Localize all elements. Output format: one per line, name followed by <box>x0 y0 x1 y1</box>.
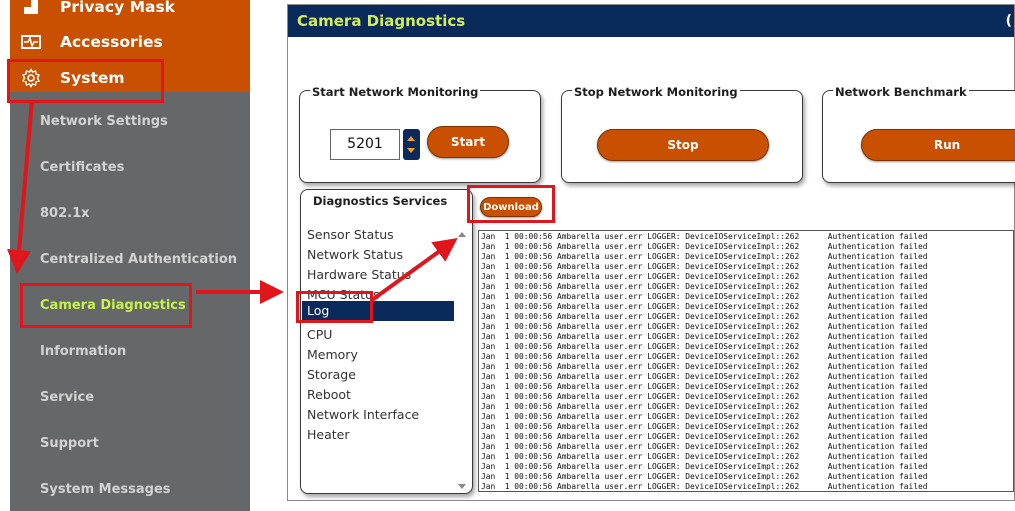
log-output[interactable]: Jan 1 00:00:56 Ambarella user.err LOGGER… <box>478 230 1014 492</box>
page-title: Camera Diagnostics <box>297 12 466 30</box>
log-line: Jan 1 00:00:56 Ambarella user.err LOGGER… <box>481 282 928 291</box>
card-title: Stop Network Monitoring <box>572 85 740 99</box>
sidebar-item-system-messages[interactable]: System Messages <box>40 482 171 497</box>
service-item-sensor-status[interactable]: Sensor Status <box>307 227 394 242</box>
scroll-up-icon[interactable] <box>458 232 466 237</box>
port-stepper[interactable] <box>403 129 420 160</box>
start-monitoring-card: Start Network Monitoring 5201 Start <box>299 85 541 183</box>
download-button[interactable]: Download <box>480 197 542 217</box>
log-line: Jan 1 00:00:56 Ambarella user.err LOGGER… <box>481 292 928 301</box>
sidebar-item-centralized-authentication[interactable]: Centralized Authentication <box>40 252 237 267</box>
accessories-icon <box>21 32 41 52</box>
card-title: Network Benchmark <box>833 85 969 99</box>
start-button[interactable]: Start <box>427 126 509 158</box>
panel-header: Camera Diagnostics ( <box>288 5 1014 37</box>
log-line: Jan 1 00:00:56 Ambarella user.err LOGGER… <box>481 482 928 491</box>
diagnostics-services-list: Diagnostics Services Sensor Status Netwo… <box>300 189 473 494</box>
service-item-mcu-status[interactable]: MCU Status <box>307 287 380 302</box>
log-line: Jan 1 00:00:56 Ambarella user.err LOGGER… <box>481 452 928 461</box>
sidebar-item-label: System <box>60 69 125 87</box>
sidebar-item-label: Privacy Mask <box>60 0 175 16</box>
log-line: Jan 1 00:00:56 Ambarella user.err LOGGER… <box>481 242 928 251</box>
port-input[interactable]: 5201 <box>330 129 400 160</box>
stepper-down-icon[interactable] <box>407 148 415 153</box>
run-button[interactable]: Run <box>861 129 1015 161</box>
service-item-storage[interactable]: Storage <box>307 367 356 382</box>
log-line: Jan 1 00:00:56 Ambarella user.err LOGGER… <box>481 442 928 451</box>
log-line: Jan 1 00:00:56 Ambarella user.err LOGGER… <box>481 342 928 351</box>
privacy-mask-icon <box>21 0 41 17</box>
service-item-heater[interactable]: Heater <box>307 427 350 442</box>
log-line: Jan 1 00:00:56 Ambarella user.err LOGGER… <box>481 332 928 341</box>
log-line: Jan 1 00:00:56 Ambarella user.err LOGGER… <box>481 462 928 471</box>
sidebar-item-accessories[interactable]: Accessories <box>10 27 250 57</box>
service-item-network-status[interactable]: Network Status <box>307 247 403 262</box>
header-edge-icon: ( <box>1005 13 1012 29</box>
log-line: Jan 1 00:00:56 Ambarella user.err LOGGER… <box>481 402 928 411</box>
sidebar-item-certificates[interactable]: Certificates <box>40 160 125 175</box>
log-line: Jan 1 00:00:56 Ambarella user.err LOGGER… <box>481 472 928 481</box>
service-item-hardware-status[interactable]: Hardware Status <box>307 267 412 282</box>
log-line: Jan 1 00:00:56 Ambarella user.err LOGGER… <box>481 272 928 281</box>
sidebar-item-label: Accessories <box>60 33 163 51</box>
scroll-down-icon[interactable] <box>458 484 466 489</box>
log-line: Jan 1 00:00:56 Ambarella user.err LOGGER… <box>481 252 928 261</box>
stop-button[interactable]: Stop <box>597 129 769 161</box>
log-line: Jan 1 00:00:56 Ambarella user.err LOGGER… <box>481 432 928 441</box>
service-item-memory[interactable]: Memory <box>307 347 358 362</box>
stop-monitoring-card: Stop Network Monitoring Stop <box>561 85 803 183</box>
sidebar-item-system[interactable]: System <box>10 63 250 93</box>
log-line: Jan 1 00:00:56 Ambarella user.err LOGGER… <box>481 302 928 311</box>
service-item-log[interactable]: Log <box>302 301 454 321</box>
log-line: Jan 1 00:00:56 Ambarella user.err LOGGER… <box>481 422 928 431</box>
log-line: Jan 1 00:00:56 Ambarella user.err LOGGER… <box>481 322 928 331</box>
sidebar-item-network-settings[interactable]: Network Settings <box>40 114 168 129</box>
log-line: Jan 1 00:00:56 Ambarella user.err LOGGER… <box>481 232 928 241</box>
gear-icon <box>21 68 41 88</box>
stepper-up-icon[interactable] <box>407 136 415 141</box>
log-line: Jan 1 00:00:56 Ambarella user.err LOGGER… <box>481 362 928 371</box>
service-item-reboot[interactable]: Reboot <box>307 387 351 402</box>
sidebar-item-camera-diagnostics[interactable]: Camera Diagnostics <box>40 298 186 313</box>
sidebar-item-information[interactable]: Information <box>40 344 127 359</box>
log-line: Jan 1 00:00:56 Ambarella user.err LOGGER… <box>481 372 928 381</box>
sidebar-top-section: Privacy Mask Accessories System <box>10 0 250 92</box>
log-line: Jan 1 00:00:56 Ambarella user.err LOGGER… <box>481 412 928 421</box>
card-title: Diagnostics Services <box>311 194 450 208</box>
log-line: Jan 1 00:00:56 Ambarella user.err LOGGER… <box>481 312 928 321</box>
log-line: Jan 1 00:00:56 Ambarella user.err LOGGER… <box>481 382 928 391</box>
log-line: Jan 1 00:00:56 Ambarella user.err LOGGER… <box>481 352 928 361</box>
log-line: Jan 1 00:00:56 Ambarella user.err LOGGER… <box>481 392 928 401</box>
log-line: Jan 1 00:00:56 Ambarella user.err LOGGER… <box>481 262 928 271</box>
sidebar-item-privacy-mask[interactable]: Privacy Mask <box>10 0 250 22</box>
sidebar-item-802-1x[interactable]: 802.1x <box>40 206 90 221</box>
benchmark-card: Network Benchmark Run <box>822 85 1015 183</box>
camera-diagnostics-panel: Camera Diagnostics ( Start Network Monit… <box>287 4 1015 501</box>
sidebar-item-service[interactable]: Service <box>40 390 95 405</box>
sidebar: Privacy Mask Accessories System Network … <box>10 0 250 511</box>
sidebar-item-support[interactable]: Support <box>40 436 99 451</box>
service-item-network-interface[interactable]: Network Interface <box>307 407 420 422</box>
card-title: Start Network Monitoring <box>310 85 481 99</box>
service-item-cpu[interactable]: CPU <box>307 327 333 342</box>
